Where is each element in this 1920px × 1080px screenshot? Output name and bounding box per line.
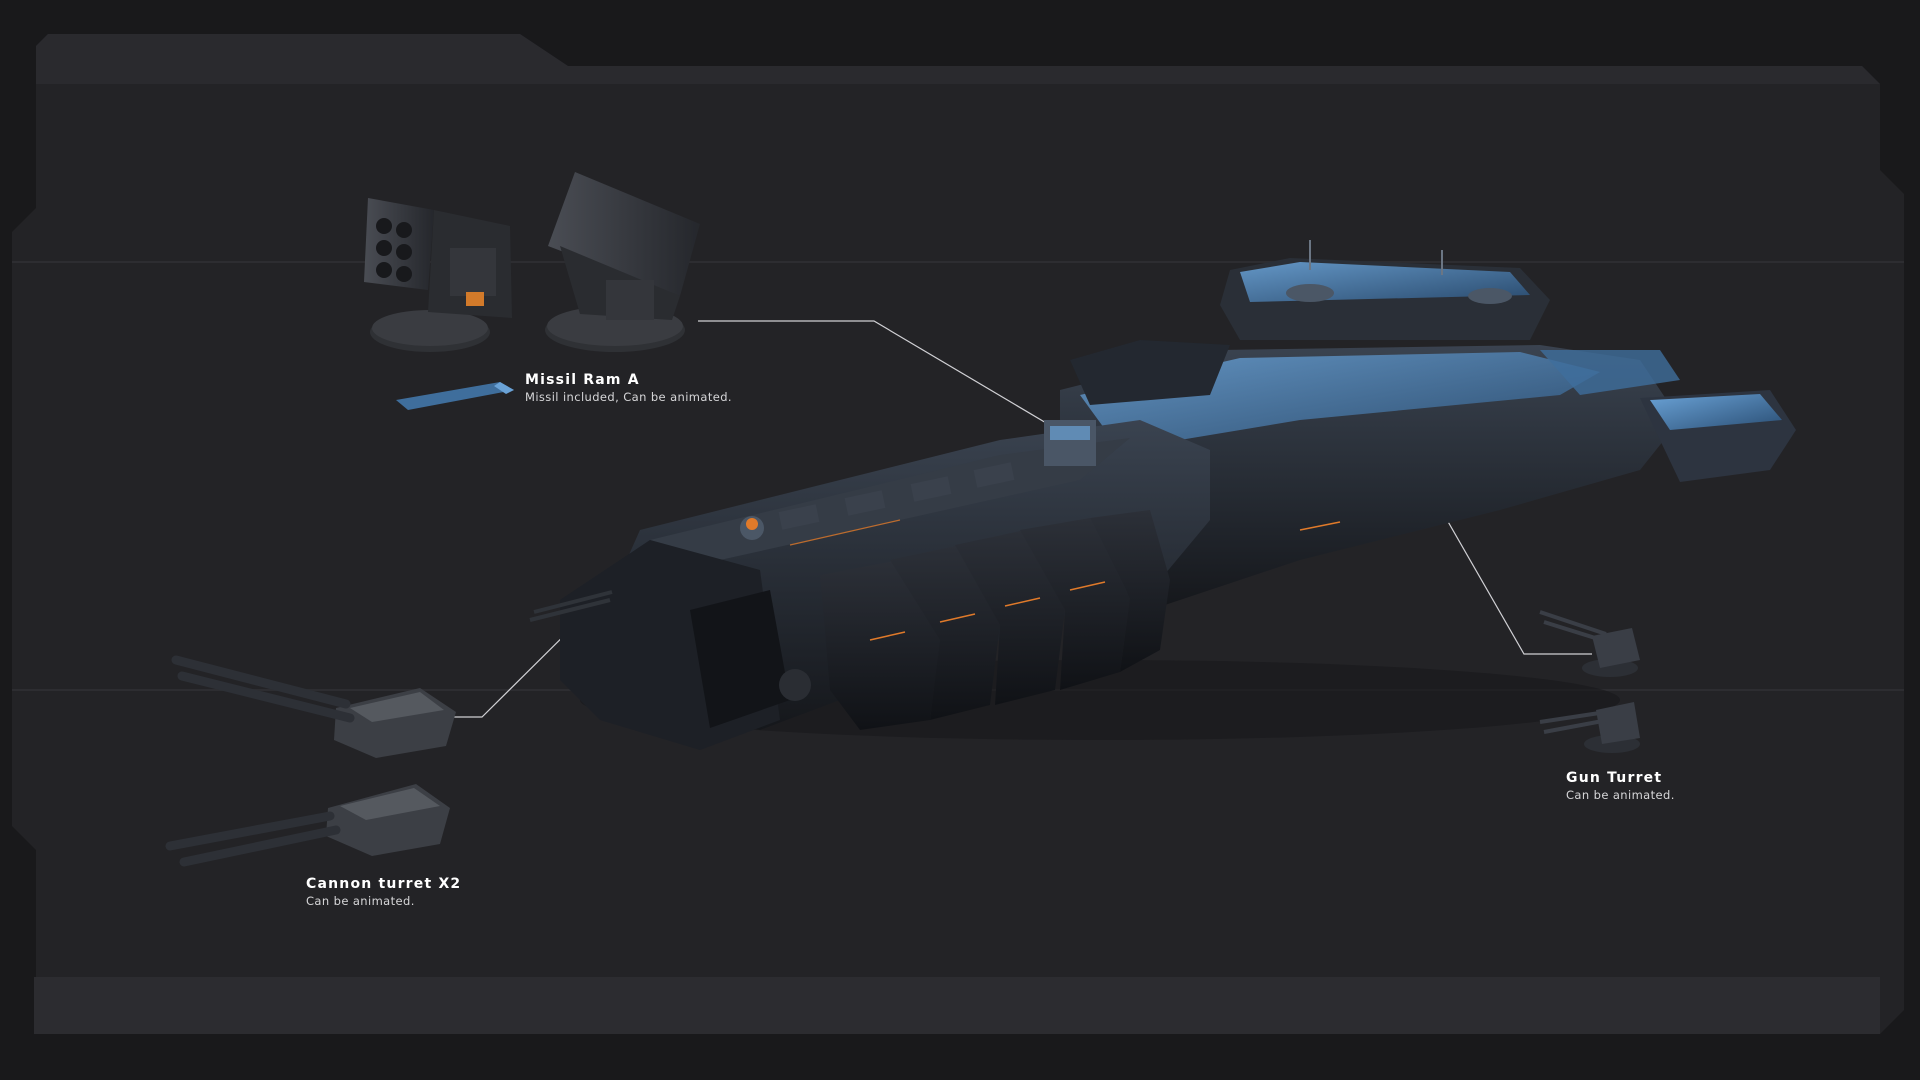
callout-cannon-title: Cannon turret X2 — [306, 876, 462, 892]
battleship-illustration — [529, 240, 1796, 750]
callout-missile-title: Missil Ram A — [525, 372, 640, 388]
callout-gun-turret: Gun Turret Can be animated. — [1566, 769, 1675, 803]
leader-line-missile — [698, 320, 1059, 431]
callout-gun-description: Can be animated. — [1566, 788, 1675, 802]
callout-missile: Missil Ram A Missil included, Can be ani… — [525, 371, 732, 405]
callout-gun-title: Gun Turret — [1566, 770, 1663, 786]
callout-missile-description: Missil included, Can be animated. — [525, 390, 732, 404]
leader-line-cannon — [452, 601, 599, 718]
missile-launcher-illustration — [364, 172, 700, 410]
cannon-turret-illustration — [165, 655, 456, 867]
callout-cannon-description: Can be animated. — [306, 894, 415, 908]
callout-cannon-turret: Cannon turret X2 Can be animated. — [306, 875, 461, 909]
gun-turret-illustration — [1539, 610, 1640, 753]
